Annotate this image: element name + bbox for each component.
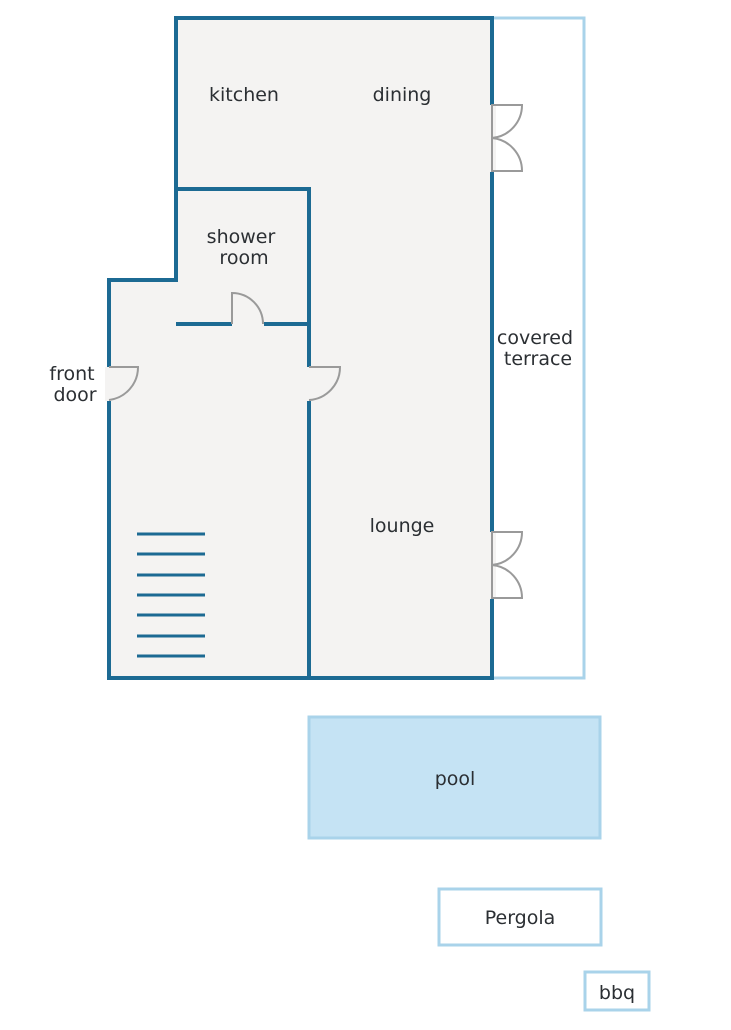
hall-door-swing: [308, 366, 342, 401]
shower-door-opening: [232, 320, 264, 328]
kitchen-label: kitchen: [209, 84, 279, 106]
shower-room-label-line1: shower: [207, 226, 276, 248]
house-outer-wall: [107, 16, 494, 680]
dining-label: dining: [373, 84, 432, 106]
covered-terrace-label-line2: terrace: [504, 348, 572, 370]
shower-door-swing: [231, 291, 264, 325]
pool-label: pool: [435, 768, 476, 790]
pool-area: [307, 715, 602, 840]
hall-floor: [109, 280, 309, 678]
bbq-area: [583, 970, 651, 1012]
shower-room-label: shower room: [207, 226, 282, 269]
front-door-label-line2: door: [53, 384, 96, 406]
front-door-label-line1: front: [49, 363, 94, 385]
terrace-door-swing-top: [491, 104, 524, 172]
shower-room-label-line2: room: [219, 247, 268, 269]
pergola-label: Pergola: [485, 907, 556, 929]
staircase: [137, 532, 205, 658]
hall-door-opening: [305, 367, 313, 401]
covered-terrace-label: covered terrace: [497, 327, 579, 370]
lounge-label: lounge: [370, 515, 435, 537]
covered-terrace-label-line1: covered: [497, 327, 573, 349]
front-door-swing: [108, 366, 140, 401]
front-door-label: front door: [49, 363, 100, 406]
pergola-area: [437, 887, 603, 947]
front-door-opening: [105, 367, 113, 401]
terrace-door-swing-bottom: [491, 531, 524, 599]
bbq-label: bbq: [599, 982, 635, 1004]
